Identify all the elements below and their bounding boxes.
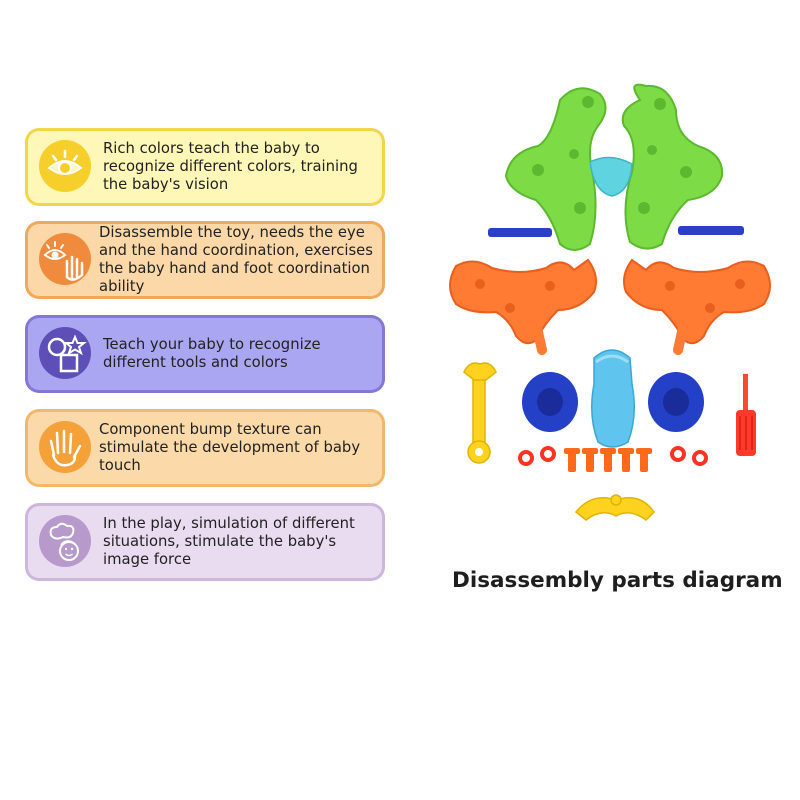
light-blue-body [591, 349, 635, 448]
shapes-icon [39, 327, 91, 379]
feature-card-imagination: In the play, simulation of different sit… [25, 503, 385, 581]
yellow-wrench [463, 362, 497, 464]
eye-icon [39, 140, 91, 192]
parts-diagram-caption: Disassembly parts diagram [452, 568, 783, 593]
feature-card-coordination: Disassemble the toy, needs the eye and t… [25, 221, 385, 299]
orange-bolts [564, 448, 652, 472]
blue-wheel-right [648, 372, 704, 432]
feature-card-vision: Rich colors teach the baby to recognize … [25, 128, 385, 206]
yellow-bottom-piece [574, 497, 655, 521]
feature-text-imagination: In the play, simulation of different sit… [103, 515, 355, 568]
orange-left-piece [449, 258, 597, 345]
feature-text-touch: Component bump texture can stimulate the… [99, 421, 361, 474]
green-right-piece [621, 83, 724, 250]
eye-hand-icon [39, 233, 91, 285]
cyan-cup [589, 156, 633, 197]
red-screwdriver [736, 374, 756, 456]
feature-card-tools: Teach your baby to recognize different t… [25, 315, 385, 393]
blue-stick-left [488, 228, 552, 237]
feature-card-touch: Component bump texture can stimulate the… [25, 409, 385, 487]
blue-wheel-left [522, 372, 578, 432]
blue-stick-right [678, 226, 744, 235]
orange-right-piece [623, 258, 771, 345]
hand-icon [39, 421, 91, 473]
feature-text-vision: Rich colors teach the baby to recognize … [103, 140, 358, 193]
feature-text-tools: Teach your baby to recognize different t… [103, 336, 321, 371]
feature-text-coordination: Disassemble the toy, needs the eye and t… [99, 224, 373, 295]
thought-face-icon [39, 515, 91, 567]
parts-illustration [449, 83, 771, 521]
